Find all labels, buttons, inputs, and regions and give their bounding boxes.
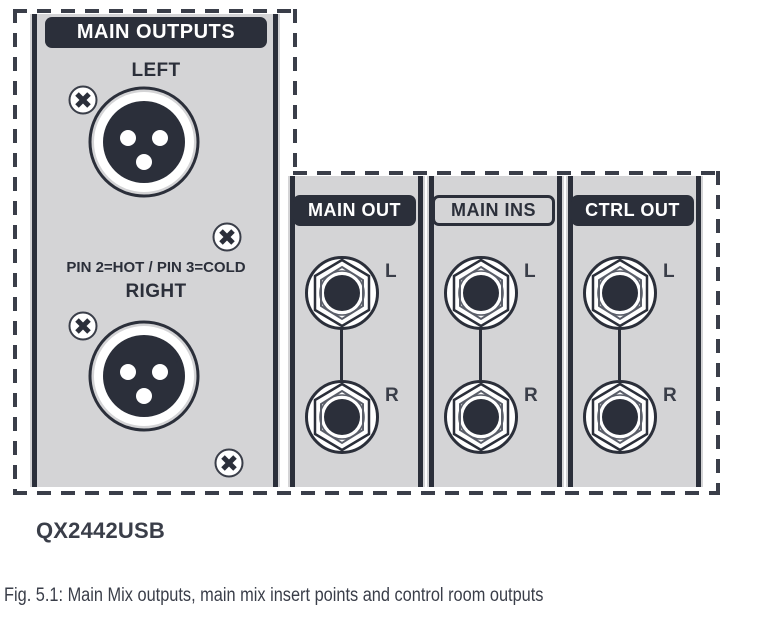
panel-header-main-out: MAIN OUT bbox=[293, 195, 416, 226]
jack-link-ctrl-out bbox=[618, 328, 621, 380]
panel-rail-left bbox=[429, 176, 434, 487]
panel-rail-right bbox=[557, 176, 562, 487]
dashed-border-top-right bbox=[293, 171, 720, 175]
panel-rail-right bbox=[418, 176, 423, 487]
screw-cross-icon bbox=[212, 222, 242, 252]
screw-cross-icon bbox=[68, 85, 98, 115]
jack-link-main-ins bbox=[479, 328, 482, 380]
jack-label-ctrl-out-l: L bbox=[663, 261, 675, 282]
panel-rail-right bbox=[696, 176, 701, 487]
dashed-border-mid-vertical bbox=[293, 9, 297, 174]
panel-header-main-outputs: MAIN OUTPUTS bbox=[45, 17, 267, 48]
screw-left-xlr-bottom bbox=[212, 222, 242, 252]
trs-jack-icon bbox=[583, 380, 657, 454]
dashed-border-right bbox=[716, 171, 720, 495]
panel-rail-left bbox=[290, 176, 295, 487]
jack-main-ins-r[interactable] bbox=[444, 380, 518, 454]
jack-ctrl-out-r[interactable] bbox=[583, 380, 657, 454]
trs-jack-icon bbox=[444, 380, 518, 454]
panel-header-ctrl-out: CTRL OUT bbox=[571, 195, 694, 226]
jack-main-out-r[interactable] bbox=[305, 380, 379, 454]
xlr-connector-icon bbox=[88, 320, 200, 432]
jack-main-out-l[interactable] bbox=[305, 256, 379, 330]
xlr-label-left: LEFT bbox=[131, 60, 181, 81]
xlr-label-right: RIGHT bbox=[125, 281, 187, 302]
screw-right-xlr-bottom bbox=[214, 448, 244, 478]
screw-right-xlr-top bbox=[68, 311, 98, 341]
xlr-connector-left[interactable] bbox=[88, 86, 200, 198]
trs-jack-icon bbox=[305, 380, 379, 454]
dashed-border-top-left bbox=[13, 9, 296, 13]
panel-rail-left bbox=[32, 14, 37, 487]
jack-link-main-out bbox=[340, 328, 343, 380]
figure-caption: Fig. 5.1: Main Mix outputs, main mix ins… bbox=[4, 585, 544, 606]
jack-label-main-out-r: R bbox=[385, 385, 399, 406]
trs-jack-icon bbox=[583, 256, 657, 330]
screw-left-xlr-top bbox=[68, 85, 98, 115]
jack-label-ctrl-out-r: R bbox=[663, 385, 677, 406]
xlr-connector-icon bbox=[88, 86, 200, 198]
xlr-pin-note: PIN 2=HOT / PIN 3=COLD bbox=[66, 259, 246, 276]
jack-ctrl-out-l[interactable] bbox=[583, 256, 657, 330]
model-name: QX2442USB bbox=[36, 518, 165, 543]
panel-rail-left bbox=[568, 176, 573, 487]
trs-jack-icon bbox=[444, 256, 518, 330]
screw-cross-icon bbox=[214, 448, 244, 478]
trs-jack-icon bbox=[305, 256, 379, 330]
jack-label-main-out-l: L bbox=[385, 261, 397, 282]
panel-rail-right bbox=[273, 14, 278, 487]
jack-label-main-ins-l: L bbox=[524, 261, 536, 282]
dashed-border-left bbox=[13, 9, 17, 495]
jack-main-ins-l[interactable] bbox=[444, 256, 518, 330]
xlr-connector-right[interactable] bbox=[88, 320, 200, 432]
jack-label-main-ins-r: R bbox=[524, 385, 538, 406]
screw-cross-icon bbox=[68, 311, 98, 341]
dashed-border-bottom bbox=[13, 491, 720, 495]
panel-header-main-ins: MAIN INS bbox=[432, 195, 555, 226]
